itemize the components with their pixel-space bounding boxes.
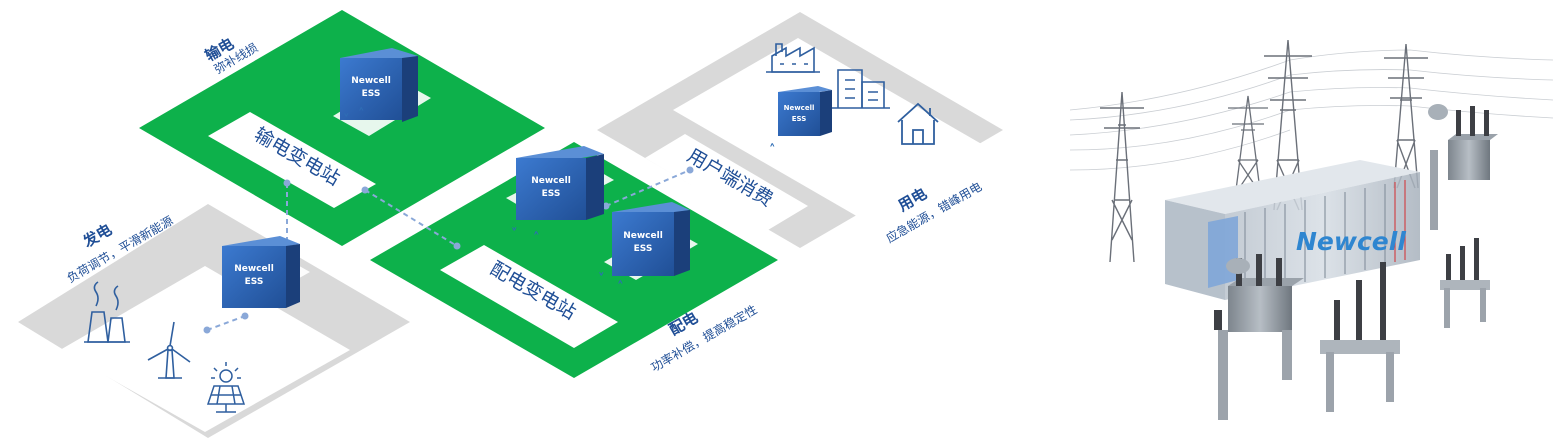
ess-label-line1: Newcell	[234, 264, 274, 274]
transmission-tower	[1228, 95, 1268, 191]
transformer	[1214, 254, 1304, 420]
ess-unit-transmission: Newcell ESS ˅ ˄	[333, 48, 431, 136]
ess-unit-distribution-left: Newcell ESS ˅ ˄	[506, 146, 614, 246]
ess-label-line2: ESS	[362, 89, 381, 99]
connector-dot	[203, 326, 211, 334]
solar-panel-icon	[206, 362, 246, 413]
generation-inner-panel	[60, 266, 350, 432]
ess-label-line1: Newcell	[531, 176, 571, 186]
ess-unit-generation: Newcell ESS	[214, 236, 310, 308]
connectors	[206, 169, 691, 331]
switchgear	[1320, 262, 1400, 412]
arrow-up-icon: ˄	[617, 280, 624, 295]
generation-zone: 发电 负荷调节，平滑新能源	[18, 204, 410, 438]
connector-dot	[686, 166, 694, 174]
ess-label-line2: ESS	[792, 115, 807, 123]
distribution-platform	[370, 142, 778, 378]
transformer	[1428, 104, 1498, 230]
transmission-platform	[139, 10, 545, 246]
power-plant-icon	[84, 281, 130, 343]
ess-unit-consumption: Newcell ESS ˄	[769, 86, 838, 158]
consumption-station-panel	[645, 134, 808, 230]
switchgear	[1440, 238, 1490, 328]
ess-label-line1: Newcell	[351, 76, 391, 86]
storage-container: Newcell	[1165, 160, 1420, 300]
connector-distribution-consumption	[605, 169, 691, 207]
transmission-tower	[1100, 91, 1144, 263]
transmission-tower	[1384, 43, 1428, 189]
ess-label-line1: Newcell	[784, 104, 815, 112]
ess-label-line2: ESS	[245, 277, 264, 287]
transmission-station-panel	[208, 112, 376, 208]
arrow-down-icon: ˅	[511, 227, 518, 242]
office-building-icon	[832, 69, 890, 109]
connector-dot	[241, 312, 249, 320]
substation-photo: Newcell	[1069, 39, 1553, 420]
ess-label-line2: ESS	[542, 189, 561, 199]
arrow-up-icon: ˄	[533, 231, 540, 246]
connector-dot	[361, 186, 369, 194]
arrow-down-icon: ˅	[343, 113, 350, 128]
arrow-up-icon: ˄	[358, 107, 365, 122]
distribution-zone: 配电变电站 配电 功率补偿，提高稳定性	[370, 142, 778, 378]
distribution-station-panel	[440, 245, 618, 348]
arrow-up-icon: ˄	[769, 143, 776, 158]
wind-turbine-icon	[147, 321, 191, 379]
connector-dot	[602, 202, 610, 210]
factory-icon	[766, 43, 820, 73]
connector-generation-ess	[206, 315, 246, 331]
container-logo: Newcell	[1296, 227, 1406, 256]
house-icon	[897, 102, 939, 145]
connector-dot	[453, 242, 461, 250]
ess-label-line1: Newcell	[623, 231, 663, 241]
ess-unit-distribution-right: Newcell ESS ˅ ˄	[598, 202, 698, 295]
arrow-down-icon: ˅	[598, 272, 605, 287]
connector-dot	[283, 179, 291, 187]
ess-label-line2: ESS	[634, 244, 653, 254]
